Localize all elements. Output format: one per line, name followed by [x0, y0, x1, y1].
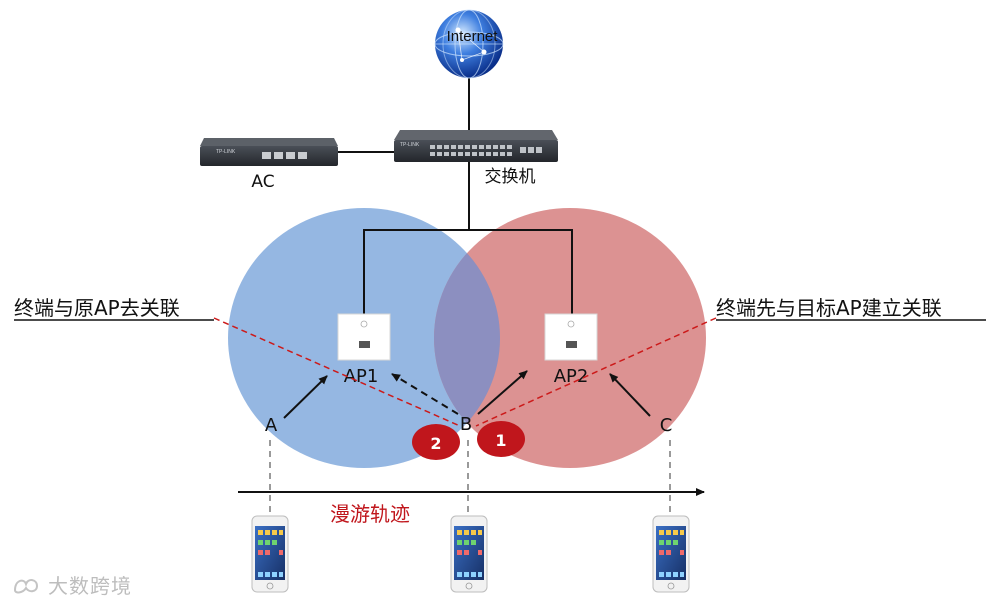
phone-icon-a: [252, 516, 288, 592]
watermark-logo-icon: [12, 574, 42, 596]
step-2-caption: 终端与原AP去关联: [14, 296, 180, 320]
ap1-label: AP1: [344, 366, 379, 387]
switch-label: 交换机: [485, 167, 536, 187]
trajectory-label: 漫游轨迹: [330, 502, 410, 526]
step-1-number: 1: [495, 431, 506, 450]
step-1-caption: 终端先与目标AP建立关联: [716, 296, 942, 320]
position-a-label: A: [265, 415, 278, 436]
watermark: 大数跨境: [12, 570, 132, 599]
internet-label: Internet: [447, 28, 499, 45]
position-b-label: B: [460, 414, 472, 435]
ap2-device-icon: [545, 314, 597, 360]
ap1-device-icon: [338, 314, 390, 360]
switch-icon: TP-LINK: [394, 130, 558, 162]
watermark-text: 大数跨境: [48, 570, 132, 599]
ap2-label: AP2: [554, 366, 589, 387]
ac-brand-text: TP-LINK: [216, 149, 236, 155]
step-2-number: 2: [430, 434, 441, 453]
switch-brand-text: TP-LINK: [400, 142, 420, 148]
phone-icon-b: [451, 516, 487, 592]
ac-label: AC: [251, 172, 274, 192]
ac-controller-icon: TP-LINK: [200, 138, 338, 166]
position-c-label: C: [660, 415, 673, 436]
phone-icon-c: [653, 516, 689, 592]
